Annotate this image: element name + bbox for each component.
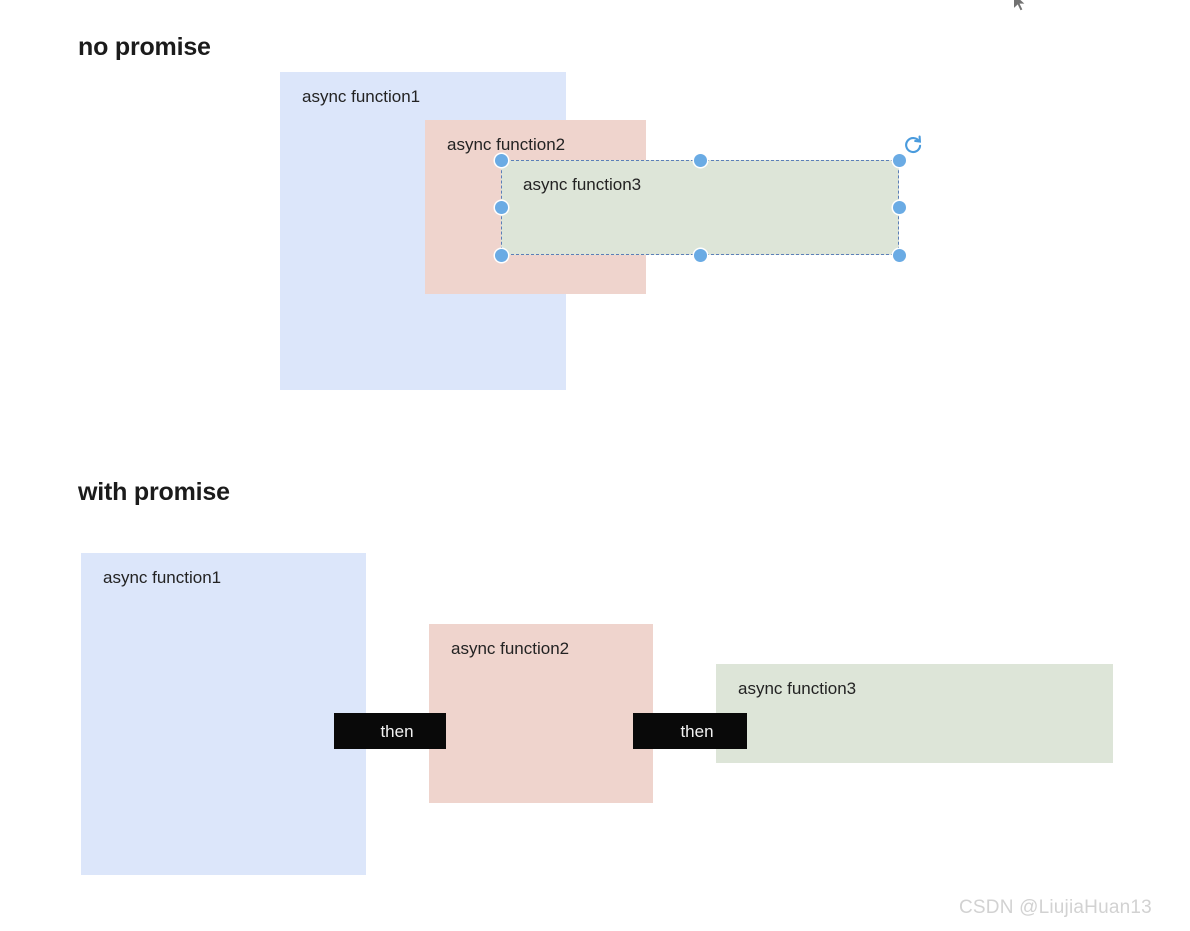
selection-handle-bottom-center[interactable]	[693, 248, 707, 262]
watermark: CSDN @LiujiaHuan13	[959, 897, 1152, 918]
flow-box-label-with-promise-function2: async function2	[451, 639, 570, 658]
flow-box-label-with-promise-function1: async function1	[103, 568, 222, 587]
selection-handle-bottom-right[interactable]	[892, 248, 906, 262]
selection-handle-top-left[interactable]	[494, 153, 508, 167]
section-heading-with-promise: with promise	[78, 478, 230, 506]
flow-box-label-no-promise-function1: async function1	[302, 87, 421, 106]
flow-box-no-promise-function3[interactable]: async function3	[501, 160, 899, 255]
then-connector-label-then-1-2: then	[380, 721, 414, 741]
selection-handle-bottom-left[interactable]	[494, 248, 508, 262]
mouse-pointer-icon	[1012, 0, 1029, 12]
selection-handle-middle-right[interactable]	[892, 200, 906, 214]
flow-box-label-no-promise-function2: async function2	[447, 135, 566, 154]
then-connector-then-1-2[interactable]: then	[334, 713, 446, 749]
flow-box-label-no-promise-function3: async function3	[523, 175, 642, 194]
flow-box-with-promise-function1[interactable]: async function1	[81, 553, 366, 875]
selection-handle-top-center[interactable]	[693, 153, 707, 167]
flow-box-with-promise-function2[interactable]: async function2	[429, 624, 653, 803]
flow-box-with-promise-function3[interactable]: async function3	[716, 664, 1113, 763]
selection-handle-top-right[interactable]	[892, 153, 906, 167]
flow-box-label-with-promise-function3: async function3	[738, 679, 857, 698]
section-heading-no-promise: no promise	[78, 33, 211, 61]
rotate-handle-icon[interactable]	[903, 134, 923, 154]
selection-handle-middle-left[interactable]	[494, 200, 508, 214]
then-connector-then-2-3[interactable]: then	[633, 713, 747, 749]
then-connector-label-then-2-3: then	[680, 721, 714, 741]
